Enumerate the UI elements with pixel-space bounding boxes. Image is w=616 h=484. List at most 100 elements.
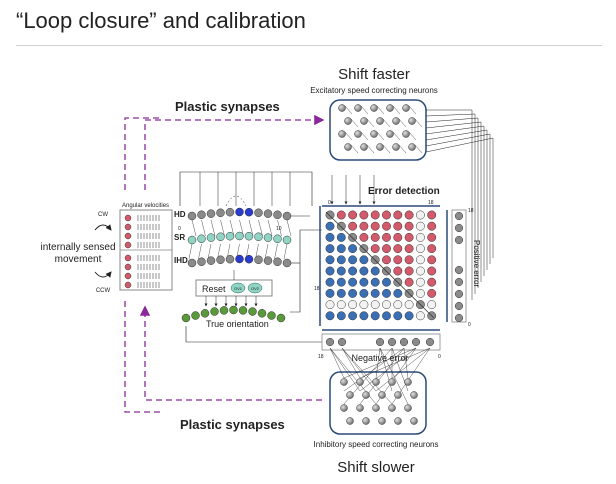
error-detection-neuron: [393, 210, 403, 220]
sr-neuron: [263, 233, 273, 242]
cw-label: CW: [98, 212, 108, 218]
sr-neuron: [206, 233, 216, 242]
inhibitory-neuron: [340, 404, 348, 412]
ihd-neuron: [187, 258, 197, 268]
ring-synapse: [239, 219, 244, 237]
error-detection-neuron: [348, 244, 358, 254]
inhibitory-synapse: [375, 347, 431, 392]
inhibitory-synapse: [341, 347, 361, 379]
error-detection-neuron: [370, 244, 380, 254]
ring-synapse: [258, 219, 263, 237]
error-detection-neuron: [325, 277, 335, 287]
error-detection-neuron: [415, 255, 425, 265]
ring-synapse: [248, 219, 254, 237]
error-detection-neuron: [404, 277, 414, 287]
error-detection-neuron: [415, 221, 425, 231]
excitatory-neuron: [402, 104, 410, 112]
error-detection-neuron: [359, 277, 369, 287]
grid-top-zero-label: 0: [328, 200, 331, 206]
grid-top-end-label: 18: [428, 200, 434, 206]
error-detection-neuron: [325, 311, 335, 321]
inhibitory-neuron: [356, 378, 364, 386]
ring-synapse: [188, 243, 193, 260]
grid-diagonal: [325, 211, 435, 319]
excitatory-synapse: [360, 131, 369, 141]
excitatory-wire: [425, 113, 476, 117]
excitatory-neuron: [386, 104, 394, 112]
excitatory-neuron: [376, 117, 384, 125]
hd-neuron: [197, 210, 206, 220]
positive-error-neuron: [454, 313, 464, 323]
positive-error-label: Positive error: [472, 240, 481, 287]
negative-error-neuron: [425, 337, 435, 347]
hd-neurons: [187, 207, 292, 221]
true-orientation-neuron: [219, 306, 229, 315]
inhibitory-neuron: [372, 378, 380, 386]
error-detection-neuron: [427, 288, 437, 298]
inhibitory-neuron-box: [329, 371, 427, 435]
angular-velocity-neuron: [124, 281, 132, 289]
inhibitory-synapse: [403, 347, 409, 379]
error-detection-neuron: [382, 300, 391, 310]
error-detection-neuron: [393, 255, 403, 265]
error-detection-neuron: [336, 244, 346, 254]
inhibitory-neuron: [356, 404, 364, 412]
excitatory-synapse: [382, 144, 391, 154]
error-detection-neuron: [415, 277, 425, 287]
movement-label: movement: [55, 254, 102, 265]
true-orientation-neuron: [248, 307, 257, 316]
excitatory-neuron: [370, 104, 378, 112]
true-orientation-wires: [185, 229, 322, 343]
angular-velocity-neuron: [124, 214, 132, 222]
error-detection-neuron: [382, 210, 391, 220]
excitatory-neuron: [408, 143, 416, 151]
excitatory-synapse: [398, 144, 407, 154]
cw-arrow-icon: [94, 224, 112, 231]
ihd-neuron: [197, 257, 206, 267]
excitatory-synapse: [382, 118, 391, 128]
error-detection-neuron: [336, 300, 346, 310]
true-orientation-neuron: [200, 309, 210, 318]
ov2-neuron: [247, 282, 263, 294]
error-detection-neuron: [370, 300, 380, 310]
ihd-neuron: [254, 255, 263, 265]
inhibitory-neuron: [378, 391, 386, 399]
negative-error-neuron: [387, 337, 397, 347]
excitatory-neuron: [338, 130, 346, 138]
sr-neuron: [187, 235, 197, 245]
inhibitory-neuron: [340, 378, 348, 386]
positive-error-neuron: [454, 235, 464, 245]
angular-velocity-neuron: [124, 263, 132, 271]
excitatory-neuron: [408, 117, 416, 125]
sr-neuron: [197, 234, 206, 244]
error-detection-neuron: [359, 232, 369, 242]
error-detection-neuron: [382, 221, 391, 231]
inhibitory-neuron: [410, 391, 418, 399]
reset-arrows: [204, 270, 258, 307]
error-detection-neuron: [404, 255, 414, 265]
grid-input-arrows: [330, 175, 376, 205]
true-orientation-neuron: [191, 311, 200, 320]
error-detection-neuron: [336, 255, 346, 265]
angular-velocity-neuron: [124, 232, 132, 240]
error-detection-neuron: [336, 210, 346, 220]
positive-error-neuron: [454, 301, 464, 311]
excitatory-output-wires: [344, 105, 494, 300]
excitatory-wire: [425, 121, 482, 129]
error-detection-neuron: [348, 221, 358, 231]
error-detection-neuron: [393, 288, 403, 298]
error-detection-neuron: [348, 255, 358, 265]
sr-neuron: [244, 231, 254, 241]
plastic-synapses-top-label: Plastic synapses: [175, 99, 280, 114]
ring-synapse: [229, 219, 235, 237]
excitatory-neuron: [344, 143, 352, 151]
error-detection-neuron: [393, 311, 403, 321]
slide-title: “Loop closure” and calibration: [16, 8, 306, 33]
error-detection-neuron: [415, 288, 425, 298]
error-detection-neuron: [404, 232, 414, 242]
inhibitory-neuron: [362, 417, 370, 425]
error-detection-label: Error detection: [368, 186, 440, 197]
error-detection-neuron: [370, 221, 380, 231]
ihd-neuron: [206, 256, 216, 265]
error-detection-neuron: [336, 288, 346, 298]
